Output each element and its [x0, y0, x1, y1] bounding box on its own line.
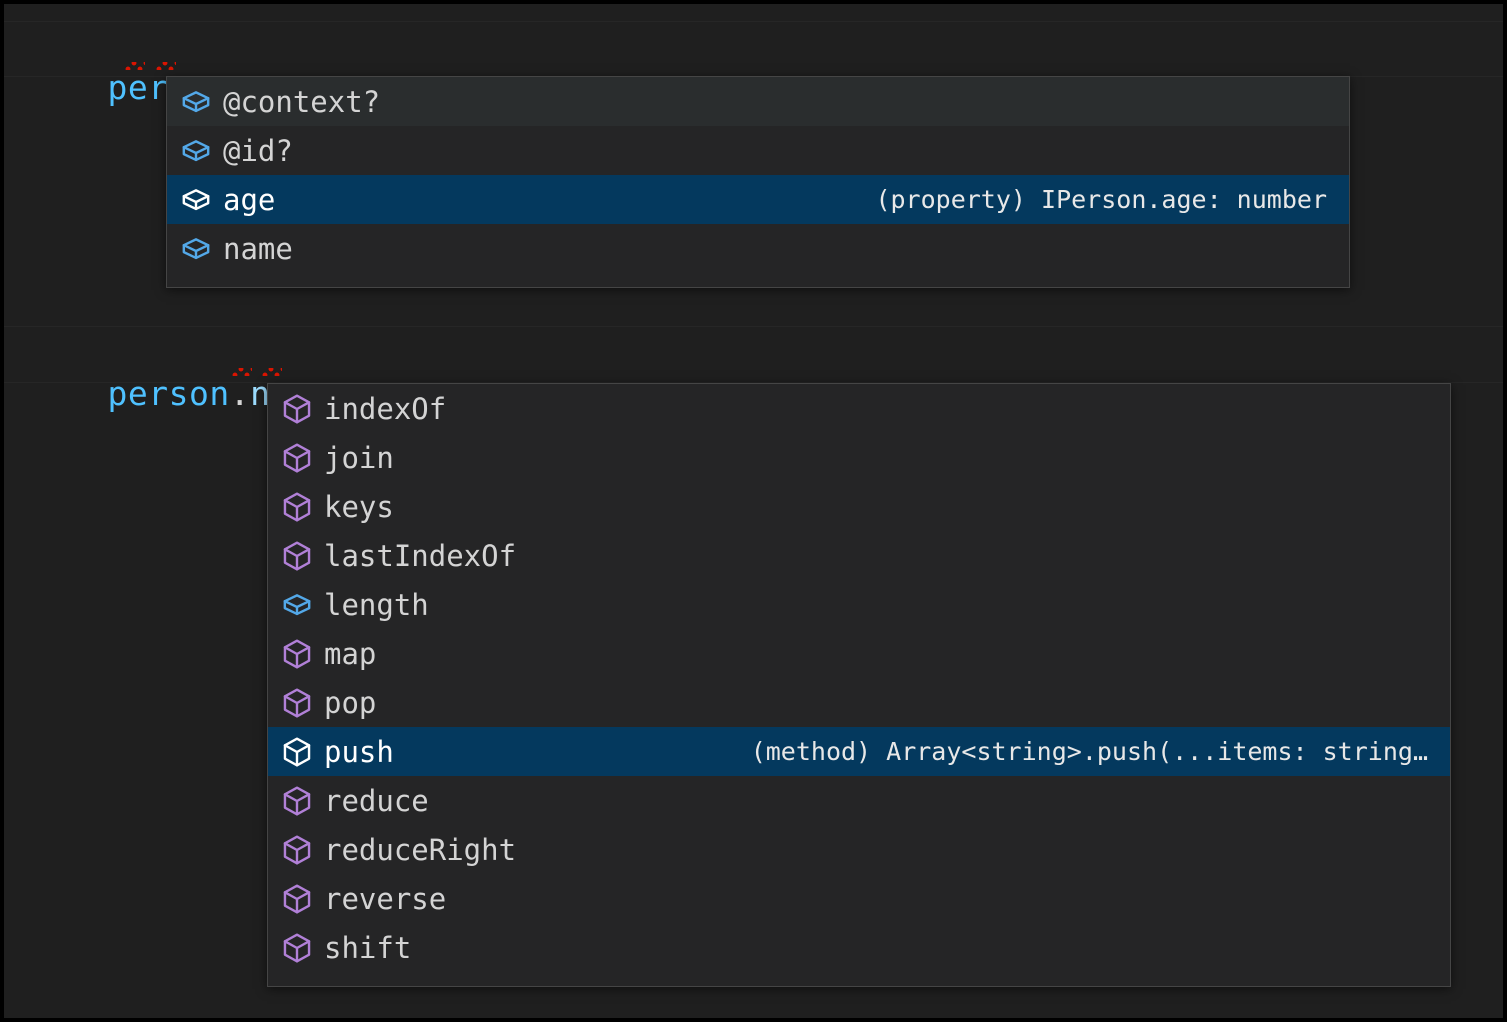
property-cube-icon: [179, 183, 213, 217]
suggestion-list[interactable]: @context? @id? age (property) IPerson.age: …: [167, 77, 1349, 273]
suggestion-item[interactable]: age (property) IPerson.age: number: [167, 175, 1349, 224]
suggestion-label: pop: [324, 685, 377, 720]
property-cube-icon: [179, 85, 213, 119]
suggestion-item[interactable]: name: [167, 224, 1349, 273]
method-cube-icon: [280, 931, 314, 965]
suggestion-label: map: [324, 636, 377, 671]
method-cube-icon: [280, 784, 314, 818]
suggestion-item[interactable]: @context?: [167, 77, 1349, 126]
popup-filler: [268, 972, 1450, 986]
suggestion-item[interactable]: push (method) Array<string>.push(...items…: [268, 727, 1450, 776]
suggestion-label: @id?: [223, 133, 293, 168]
method-cube-icon: [280, 686, 314, 720]
suggestion-label: reduceRight: [324, 832, 517, 867]
suggestion-label: shift: [324, 930, 412, 965]
property-cube-icon: [280, 588, 314, 622]
suggestion-label: name: [223, 231, 293, 266]
suggestion-item[interactable]: pop: [268, 678, 1450, 727]
code-token-variable: person: [107, 374, 230, 413]
suggestion-detail: (method) Array<string>.push(...items: st…: [750, 736, 1428, 766]
method-cube-icon: [280, 637, 314, 671]
method-cube-icon: [280, 833, 314, 867]
suggestion-label: @context?: [223, 84, 381, 119]
editor-rule: [4, 21, 1503, 22]
suggestion-item[interactable]: shift: [268, 923, 1450, 972]
method-cube-icon: [280, 735, 314, 769]
method-cube-icon: [280, 539, 314, 573]
suggestion-label: join: [324, 440, 394, 475]
suggestion-item[interactable]: reduce: [268, 776, 1450, 825]
suggestion-item[interactable]: indexOf: [268, 384, 1450, 433]
property-cube-icon: [179, 232, 213, 266]
suggestion-label: indexOf: [324, 391, 447, 426]
suggestion-label: length: [324, 587, 429, 622]
suggestion-detail: (property) IPerson.age: number: [875, 184, 1327, 214]
property-cube-icon: [179, 134, 213, 168]
suggestion-label: age: [223, 182, 276, 217]
suggestion-label: keys: [324, 489, 394, 524]
method-cube-icon: [280, 490, 314, 524]
method-cube-icon: [280, 392, 314, 426]
autocomplete-popup-name[interactable]: indexOf join keys lastIndexOf length map pop pu…: [267, 383, 1451, 987]
suggestion-item[interactable]: keys: [268, 482, 1450, 531]
suggestion-item[interactable]: map: [268, 629, 1450, 678]
suggestion-label: lastIndexOf: [324, 538, 517, 573]
popup-filler: [167, 273, 1349, 287]
editor-rule: [4, 382, 1503, 383]
suggestion-item[interactable]: join: [268, 433, 1450, 482]
error-squiggle: [125, 62, 145, 70]
suggestion-item[interactable]: reduceRight: [268, 825, 1450, 874]
error-squiggle: [232, 368, 252, 376]
code-token-dot: .: [229, 374, 251, 413]
suggestion-item[interactable]: @id?: [167, 126, 1349, 175]
method-cube-icon: [280, 882, 314, 916]
suggestion-item[interactable]: length: [268, 580, 1450, 629]
suggestion-label: reduce: [324, 783, 429, 818]
suggestion-list[interactable]: indexOf join keys lastIndexOf length map pop pu…: [268, 384, 1450, 972]
method-cube-icon: [280, 441, 314, 475]
error-squiggle: [262, 368, 282, 376]
autocomplete-popup-person[interactable]: @context? @id? age (property) IPerson.age: …: [166, 76, 1350, 288]
suggestion-label: push: [324, 734, 394, 769]
error-squiggle: [156, 62, 176, 70]
suggestion-item[interactable]: lastIndexOf: [268, 531, 1450, 580]
editor-rule: [4, 326, 1503, 327]
suggestion-label: reverse: [324, 881, 447, 916]
suggestion-item[interactable]: reverse: [268, 874, 1450, 923]
